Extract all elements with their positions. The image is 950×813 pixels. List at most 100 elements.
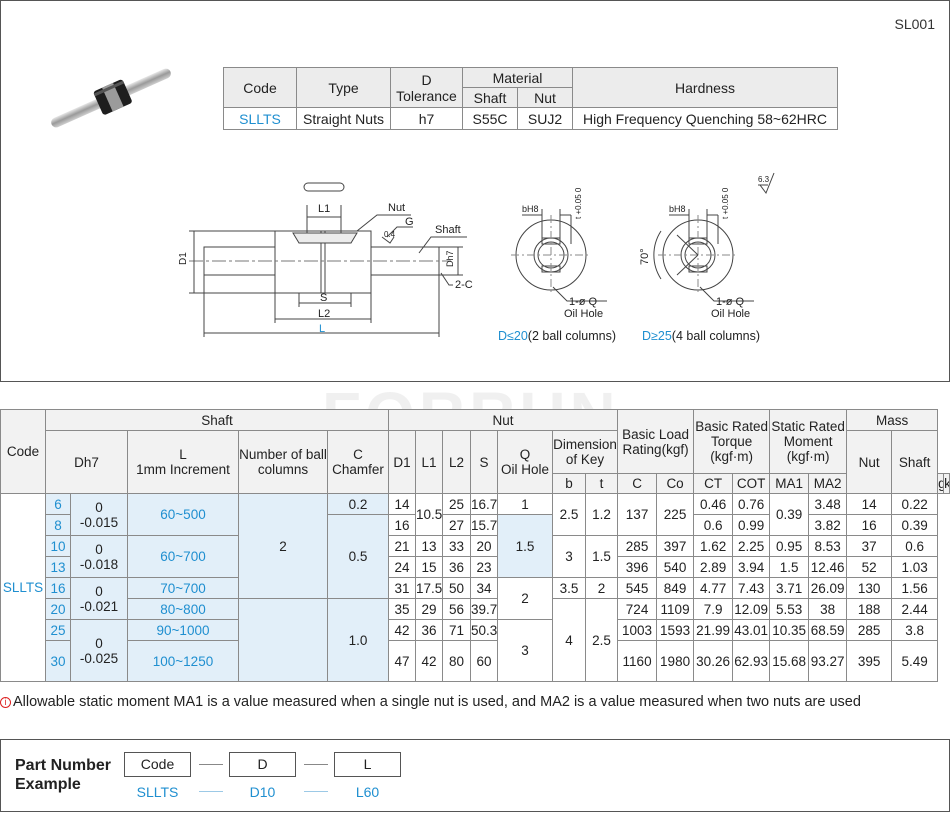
cell-nut-g: 52 <box>846 556 893 578</box>
cell-nut-g: 16 <box>846 514 893 536</box>
cell-cot: 3.94 <box>732 556 771 578</box>
product-image <box>51 68 171 128</box>
cell-q: 1 <box>497 493 554 515</box>
th-g: g <box>937 473 945 494</box>
cell-l1: 42 <box>415 640 444 682</box>
cell-b: 4 <box>552 598 587 682</box>
cell-t: 1.2 <box>585 493 619 536</box>
cell-d1: 31 <box>388 577 417 599</box>
cell-co: 849 <box>656 577 695 599</box>
cell-d: 6 <box>45 493 71 515</box>
label-l: L <box>319 323 325 335</box>
spec-nut-material: SUJ2 <box>517 107 573 130</box>
spec-code: SLLTS <box>223 107 297 130</box>
cell-co: 397 <box>656 535 695 557</box>
cell-shaft-kgm: 0.39 <box>891 514 939 536</box>
cell-cot: 7.43 <box>732 577 771 599</box>
spec-header-material: Material <box>462 67 573 88</box>
th-l-main: L <box>179 447 187 462</box>
cell-b: 3.5 <box>552 577 587 599</box>
th-b: b <box>552 473 587 494</box>
cell-l-range: 100~1250 <box>127 640 239 682</box>
label-l2: L2 <box>318 308 330 320</box>
part-number-panel: Part Number Example Code D L SLLTS D10 L… <box>0 739 950 812</box>
cell-d1: 16 <box>388 514 417 536</box>
label-oilhole-left: Oil Hole <box>564 308 603 320</box>
cell-ct: 7.9 <box>693 598 734 620</box>
cell-l1: 10.5 <box>415 493 444 536</box>
cell-tol: 0-0.018 <box>70 535 128 578</box>
cell-ma2: 8.53 <box>808 535 848 557</box>
cell-cot: 62.93 <box>732 640 771 682</box>
cell-c-load: 285 <box>617 535 658 557</box>
cell-l2: 80 <box>442 640 472 682</box>
label-d1: D1 <box>178 252 189 265</box>
spec-header-tolerance: Tolerance <box>396 87 457 104</box>
th-cot: COT <box>732 473 771 494</box>
cell-d: 13 <box>45 556 71 578</box>
cell-q: 1.5 <box>497 514 554 578</box>
cell-shaft-kgm: 0.22 <box>891 493 939 515</box>
th-co: Co <box>656 473 695 494</box>
th-ball-columns: Number of ball columns <box>238 430 328 494</box>
cell-l2: 71 <box>442 619 472 641</box>
th-nut-mass: Nut <box>846 430 893 494</box>
cell-s: 60 <box>470 640 499 682</box>
label-nut: Nut <box>388 202 405 214</box>
th-basic-torque: Basic Rated Torque (kgf·m) <box>693 409 771 474</box>
cell-shaft-kgm: 3.8 <box>891 619 939 641</box>
cell-l-range: 80~800 <box>127 598 239 620</box>
cell-cot: 43.01 <box>732 619 771 641</box>
cell-ct: 0.46 <box>693 493 734 515</box>
th-s: S <box>470 430 499 494</box>
cell-c-load: 137 <box>617 493 658 536</box>
info-icon: i <box>0 697 11 708</box>
cell-nut-g: 188 <box>846 598 893 620</box>
spec-type: Straight Nuts <box>296 107 391 130</box>
caption-left-prefix: D≤20 <box>498 329 528 343</box>
cell-cot: 0.99 <box>732 514 771 536</box>
cell-d: 25 <box>45 619 71 641</box>
cell-ball-columns <box>238 598 328 682</box>
th-mass: Mass <box>846 409 939 431</box>
cell-c: 1.0 <box>326 598 390 682</box>
cell-l1: 15 <box>415 556 444 578</box>
cell-nut-g: 395 <box>846 640 893 682</box>
cell-cot: 0.76 <box>732 493 771 515</box>
cell-t: 1.5 <box>585 535 619 578</box>
caption-right-prefix: D≥25 <box>642 329 672 343</box>
spec-header-nut: Nut <box>517 87 573 108</box>
cell-ma1: 5.53 <box>769 598 810 620</box>
label-chamfer: 2-C <box>455 279 473 291</box>
cell-shaft-kgm: 2.44 <box>891 598 939 620</box>
cell-t: 2.5 <box>585 598 619 682</box>
cell-ma1: 10.35 <box>769 619 810 641</box>
cell-co: 225 <box>656 493 695 536</box>
dimensions-table: Code Shaft Nut Basic Load Rating(kgf) Ba… <box>0 409 950 682</box>
pn-dash-2 <box>304 764 328 765</box>
cell-d: 16 <box>45 577 71 599</box>
cell-b: 2.5 <box>552 493 587 536</box>
cell-tol: 0-0.021 <box>70 577 128 620</box>
label-shaft: Shaft <box>435 224 461 236</box>
label-l1: L1 <box>318 203 330 215</box>
cell-l2: 36 <box>442 556 472 578</box>
cell-ma2: 93.27 <box>808 640 848 682</box>
pn-box-l: L <box>334 752 401 777</box>
cell-nut-g: 285 <box>846 619 893 641</box>
label-bh8-left: bH8 <box>522 204 539 214</box>
cell-tol: 0-0.025 <box>70 619 128 682</box>
pn-value-dash-2 <box>304 791 328 792</box>
cell-q: 3 <box>497 619 554 682</box>
label-dh7: Dh7 <box>445 250 455 267</box>
cell-d1: 24 <box>388 556 417 578</box>
cell-c-load: 545 <box>617 577 658 599</box>
label-g: G <box>405 216 414 228</box>
cell-d1: 47 <box>388 640 417 682</box>
cell-tol: 0-0.015 <box>70 493 128 536</box>
cell-code: SLLTS <box>0 493 46 682</box>
cell-shaft-kgm: 1.56 <box>891 577 939 599</box>
